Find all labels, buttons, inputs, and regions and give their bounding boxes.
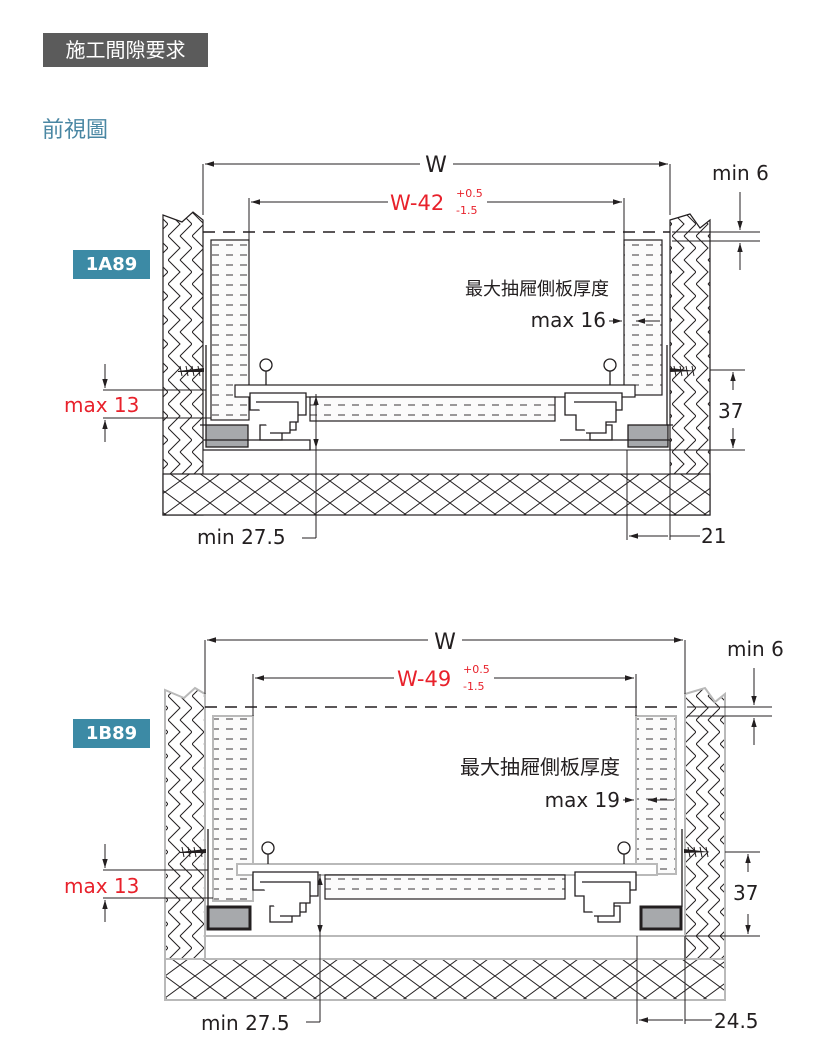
diagram-1b89: W W-49 +0.5 -1.5 min 6 最大抽屜側板厚度 max 19 m… — [64, 630, 784, 1035]
dimension-inner-width-label: W-42 — [390, 191, 444, 215]
cabinet-bottom-panel — [162, 473, 711, 516]
model-badge-1a89: 1A89 — [73, 250, 150, 279]
drawer-right-side-panel — [635, 715, 677, 875]
dimension-side-offset-label: 21 — [701, 524, 726, 548]
side-thickness-caption: 最大抽屜側板厚度 — [460, 755, 620, 779]
dimension-inner-width-label: W-49 — [397, 667, 451, 691]
cabinet-right-wall — [684, 686, 726, 1001]
dimension-runner-height-label: 37 — [733, 881, 758, 905]
side-thickness-caption: 最大抽屜側板厚度 — [465, 279, 609, 300]
runner-right — [574, 841, 683, 931]
runner-right — [560, 358, 671, 450]
dimension-top-gap-label: min 6 — [727, 637, 784, 661]
model-badge-1b89: 1B89 — [73, 719, 150, 748]
cabinet-left-wall — [164, 686, 206, 1001]
dimension-width-label: W — [434, 630, 456, 655]
screw-left-icon — [178, 365, 204, 377]
tolerance-plus: +0.5 — [463, 663, 490, 676]
dimension-bottom-clearance-label: max 13 — [64, 393, 139, 417]
side-thickness-label: max 19 — [545, 788, 620, 812]
cabinet-bottom-panel — [164, 958, 726, 1001]
runner-left — [206, 841, 319, 931]
dimension-side-offset-label: 24.5 — [714, 1009, 759, 1033]
dimension-width-label: W — [425, 153, 447, 178]
section-title: 前視圖 — [42, 118, 109, 143]
drawer-right-side-panel — [623, 239, 663, 396]
dimension-bottom-min-label: min 27.5 — [201, 1011, 290, 1035]
screw-right-icon — [670, 365, 696, 377]
screw-left-icon — [180, 846, 206, 858]
tolerance-minus: -1.5 — [456, 204, 477, 217]
dimension-top-gap-label: min 6 — [712, 161, 769, 185]
cabinet-right-wall — [669, 213, 711, 516]
tolerance-plus: +0.5 — [456, 187, 483, 200]
diagram-1a89: W W-42 +0.5 -1.5 min 6 最大抽屜側板厚度 max 16 m… — [64, 153, 769, 549]
side-thickness-label: max 16 — [531, 308, 606, 332]
tolerance-minus: -1.5 — [463, 680, 484, 693]
screw-right-icon — [684, 846, 710, 858]
cabinet-left-wall — [162, 211, 204, 516]
header-title: 施工間隙要求 — [43, 33, 208, 67]
runner-left — [203, 358, 311, 451]
dimension-bottom-clearance-label: max 13 — [64, 874, 139, 898]
dimension-bottom-min-label: min 27.5 — [197, 525, 286, 549]
dimension-runner-height-label: 37 — [718, 399, 743, 423]
